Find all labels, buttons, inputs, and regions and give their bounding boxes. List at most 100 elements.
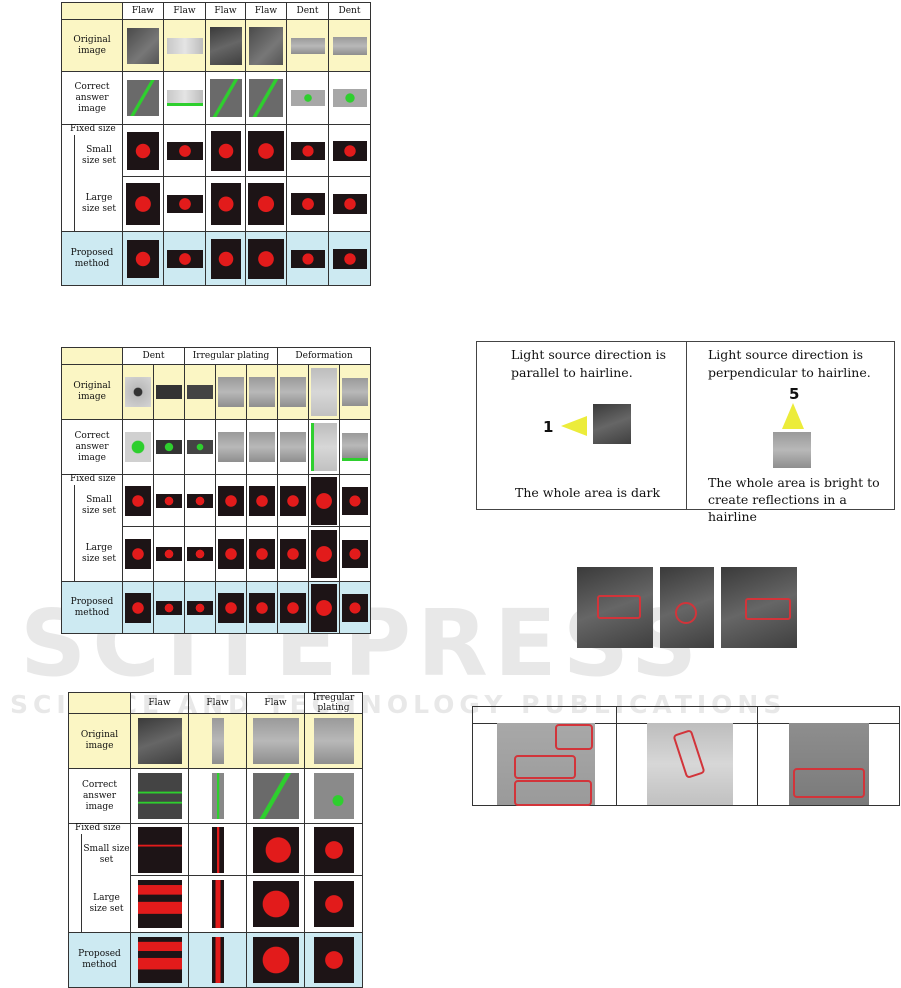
result-image — [290, 249, 325, 268]
result-image — [187, 547, 213, 561]
row-label-large: Large size set — [89, 892, 124, 914]
surface-image — [721, 567, 797, 648]
surface-image — [789, 723, 869, 805]
col-header: Flaw — [130, 692, 189, 714]
result-image — [252, 826, 299, 873]
result-image — [313, 826, 354, 873]
result-image — [248, 130, 284, 171]
row-label-small: Small size set — [83, 843, 130, 865]
col-header: Flaw — [246, 692, 305, 714]
result-image — [252, 881, 299, 927]
corner-cell — [61, 347, 123, 365]
result-image — [313, 881, 354, 927]
result-image — [125, 592, 151, 623]
surface-image — [497, 723, 595, 806]
result-image — [137, 826, 182, 873]
right-number: 5 — [789, 385, 800, 403]
result-image — [211, 937, 224, 983]
answer-image — [127, 80, 159, 116]
defect-image — [280, 377, 307, 407]
defect-image — [313, 718, 354, 764]
defect-image — [187, 385, 213, 399]
defect-image — [249, 377, 276, 407]
result-image — [166, 249, 203, 268]
surface-image — [660, 567, 714, 648]
result-image — [156, 547, 182, 561]
surface-image — [577, 567, 653, 648]
result-image — [218, 592, 244, 623]
box-table — [472, 706, 900, 806]
result-image — [311, 476, 338, 525]
result-image — [166, 141, 203, 160]
result-image — [126, 183, 160, 225]
answer-image — [249, 432, 276, 462]
result-image — [311, 583, 338, 632]
answer-image — [313, 773, 354, 819]
sample-image-dark — [593, 404, 631, 444]
defect-image — [218, 377, 244, 407]
left-caption: The whole area is dark — [515, 485, 661, 500]
corner-cell — [61, 2, 123, 20]
defect-image — [342, 378, 369, 406]
left-title: Light source direction is parallel to ha… — [511, 347, 667, 380]
answer-image — [290, 90, 325, 106]
result-image — [211, 826, 224, 873]
right-caption: The whole area is bright to create refle… — [708, 475, 880, 524]
col-header: Flaw — [188, 692, 247, 714]
answer-image — [218, 432, 244, 462]
answer-image — [156, 440, 182, 454]
defect-image — [156, 385, 182, 399]
defect-image — [166, 37, 203, 54]
answer-image — [311, 423, 338, 471]
answer-image — [137, 773, 182, 819]
row-label-large: Large size set — [82, 542, 116, 564]
row-label-proposed: Proposed method — [68, 932, 131, 988]
result-image — [342, 540, 369, 568]
col-header: Irregular plating — [304, 692, 363, 714]
defect-image — [209, 26, 242, 65]
result-image — [290, 141, 325, 160]
result-image — [218, 539, 244, 569]
answer-image — [332, 89, 367, 107]
result-image — [127, 239, 159, 278]
result-image — [166, 195, 203, 213]
result-image — [249, 539, 276, 569]
result-image — [125, 485, 151, 516]
left-number: 1 — [543, 418, 554, 436]
answer-image — [342, 433, 369, 461]
answer-image — [211, 773, 224, 819]
result-image — [313, 937, 354, 983]
sample-image-bright — [773, 432, 811, 468]
result-image — [137, 937, 182, 983]
result-image — [187, 493, 213, 508]
defect-image — [290, 37, 325, 54]
row-label-small: Small size set — [82, 494, 116, 516]
result-image — [156, 493, 182, 508]
col-header: Irregular plating — [183, 347, 279, 365]
row-label-original: Original image — [68, 713, 131, 769]
surface-image — [647, 723, 733, 805]
row-label-original: Original image — [61, 364, 123, 420]
col-header: Dent — [328, 2, 371, 20]
answer-image — [166, 90, 203, 106]
result-image — [211, 880, 224, 928]
answer-image — [249, 79, 283, 117]
answer-image — [125, 432, 151, 462]
right-title: Light source direction is perpendicular … — [708, 347, 871, 380]
defect-image — [127, 27, 159, 64]
row-label-correct: Correct answer image — [61, 419, 123, 475]
col-header: Flaw — [205, 2, 246, 20]
row-label-proposed: Proposed method — [61, 581, 123, 634]
result-image — [248, 183, 284, 225]
col-header: Flaw — [163, 2, 206, 20]
fixed-size-label: Fixed size — [70, 124, 116, 134]
answer-image — [209, 79, 242, 117]
answer-image — [252, 773, 299, 819]
answer-image — [280, 432, 307, 462]
defect-image — [125, 377, 151, 407]
result-image — [280, 485, 307, 516]
row-label-proposed: Proposed method — [61, 231, 123, 286]
fixed-size-label: Fixed size — [75, 823, 121, 833]
defect-image — [311, 368, 338, 416]
row-label-correct: Correct answer image — [68, 768, 131, 824]
